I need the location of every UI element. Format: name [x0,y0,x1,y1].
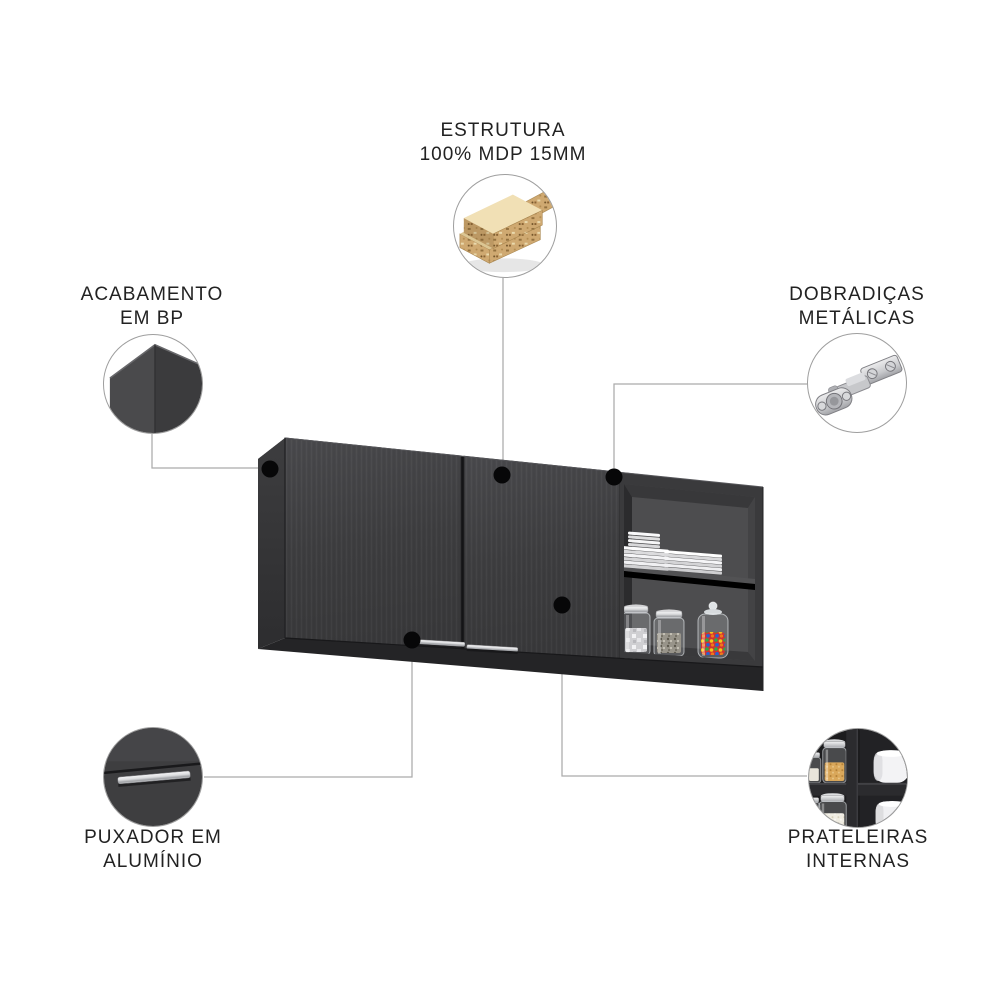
jar-seeds [653,609,685,657]
label-line: INTERNAS [805,851,911,872]
internal-shelves-icon [809,729,907,827]
detail-circle-estrutura [453,174,557,278]
label-line: PUXADOR EM [84,827,222,848]
connector-dobradicas [613,383,807,470]
cabinet-render [258,437,764,691]
callout-dots [261,460,623,649]
cabinet-underside [258,638,763,691]
detail-circle-acabamento [103,334,203,434]
label-line: 100% MDP 15MM [419,144,587,165]
shelf-item-jar-tan [822,739,847,784]
aluminum-handle-icon [104,728,202,826]
dot-dobradicas [605,468,623,486]
dot-estrutura [493,466,511,484]
shelf-item-jar-small [809,752,822,784]
detail-circle-dobradicas [807,333,907,433]
callout-label-estrutura: ESTRUTURA 100% MDP 15MM [343,119,663,167]
label-line: DOBRADIÇAS [789,284,925,305]
dot-puxador [403,631,421,649]
callout-label-acabamento: ACABAMENTO EM BP [0,283,312,331]
cabinet-open-shelf [620,472,763,667]
label-line: METÁLICAS [798,308,916,329]
detail-circle-prateleiras [808,728,908,828]
open-ceiling [624,484,755,508]
detail-circle-puxador [103,727,203,827]
shelf-divider [846,729,858,827]
label-line: ESTRUTURA [440,120,566,141]
metal-hinge-icon [815,354,903,416]
plates-square-stack [664,550,722,575]
plates-round-stack [624,531,669,571]
open-floor [624,644,755,661]
callout-label-prateleiras: PRATELEIRAS INTERNAS [698,826,1000,874]
label-line: ACABAMENTO [80,284,224,305]
callout-label-puxador: PUXADOR EM ALUMÍNIO [0,826,313,874]
connector-puxador [204,646,413,778]
dot-prateleiras [553,596,571,614]
jar-candy [697,601,729,659]
callout-label-dobradicas: DOBRADIÇAS METÁLICAS [697,283,1000,331]
cabinet-side-panel [258,438,285,649]
label-line: EM BP [119,308,185,329]
bp-finish-icon [109,343,202,433]
jar-sugar-cubes [624,604,651,656]
middle-shelf [624,566,755,584]
dot-acabamento [261,460,279,478]
shelf-item-white-pot-top [873,750,907,783]
connector-acabamento [151,434,264,469]
mdp-board-icon [459,188,556,273]
label-line: ALUMÍNIO [103,851,203,872]
label-line: PRATELEIRAS [787,827,929,848]
